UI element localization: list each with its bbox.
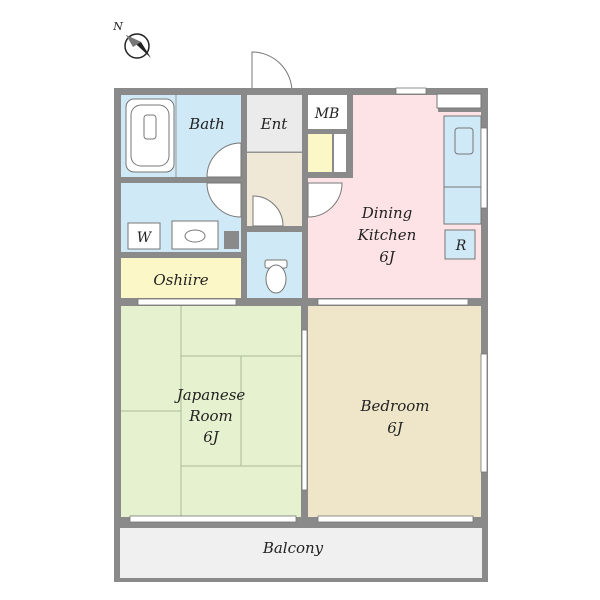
- refrigerator-label: R: [455, 238, 467, 254]
- japanese-room-label-1: Japanese: [174, 386, 246, 404]
- entrance-label: Ent: [260, 115, 289, 133]
- oshiire-label: Oshiire: [153, 271, 208, 289]
- sink-unit: [171, 220, 219, 250]
- bathtub-icon: [125, 98, 175, 173]
- meter-box-label: MB: [314, 106, 340, 122]
- entrance: [247, 95, 302, 152]
- dining-kitchen: [308, 95, 481, 298]
- oshiire-closet: [121, 258, 241, 298]
- japanese-room-label-2: Room: [188, 407, 233, 425]
- balcony-label: Balcony: [262, 539, 324, 557]
- washroom-door-swing: [206, 182, 242, 218]
- toilet-door-swing: [252, 195, 284, 227]
- kitchen-door-swing: [307, 182, 343, 218]
- tatami-lines: [121, 306, 301, 517]
- sink-basin-icon: [184, 229, 206, 243]
- bathtub-drain: [143, 114, 157, 140]
- bedroom-label-2: 6J: [387, 419, 404, 437]
- balcony: [120, 528, 482, 578]
- wash-pillar: [224, 231, 239, 249]
- washer-label: W: [137, 230, 153, 246]
- shoe-cabinet: [308, 134, 332, 172]
- cabinet-side: [334, 134, 346, 172]
- meter-box: [308, 95, 347, 129]
- compass: N: [112, 20, 151, 59]
- bedroom: [308, 306, 481, 517]
- door-swings: [206, 142, 343, 227]
- windows: [129, 87, 488, 523]
- kitchen-sink-icon: [454, 127, 474, 155]
- japanese-room-label-3: 6J: [203, 428, 220, 446]
- toilet-icon: [265, 264, 287, 294]
- bath-door-swing: [206, 142, 242, 178]
- dining-kitchen-label-2: Kitchen: [357, 226, 417, 244]
- bathtub-inner: [130, 104, 170, 167]
- washer-space: [127, 222, 161, 250]
- refrigerator-space: [444, 229, 476, 260]
- entrance-door-swing: [251, 51, 293, 93]
- dining-kitchen-label-3: 6J: [379, 248, 396, 266]
- dining-kitchen-label-1: Dining: [361, 204, 413, 222]
- compass-label: N: [112, 20, 123, 33]
- bath-label: Bath: [188, 115, 225, 133]
- kitchen-window-box: [436, 93, 482, 109]
- bedroom-label-1: Bedroom: [360, 397, 430, 415]
- kitchen-counter: [443, 115, 482, 225]
- compass-needle-shade: [126, 35, 141, 47]
